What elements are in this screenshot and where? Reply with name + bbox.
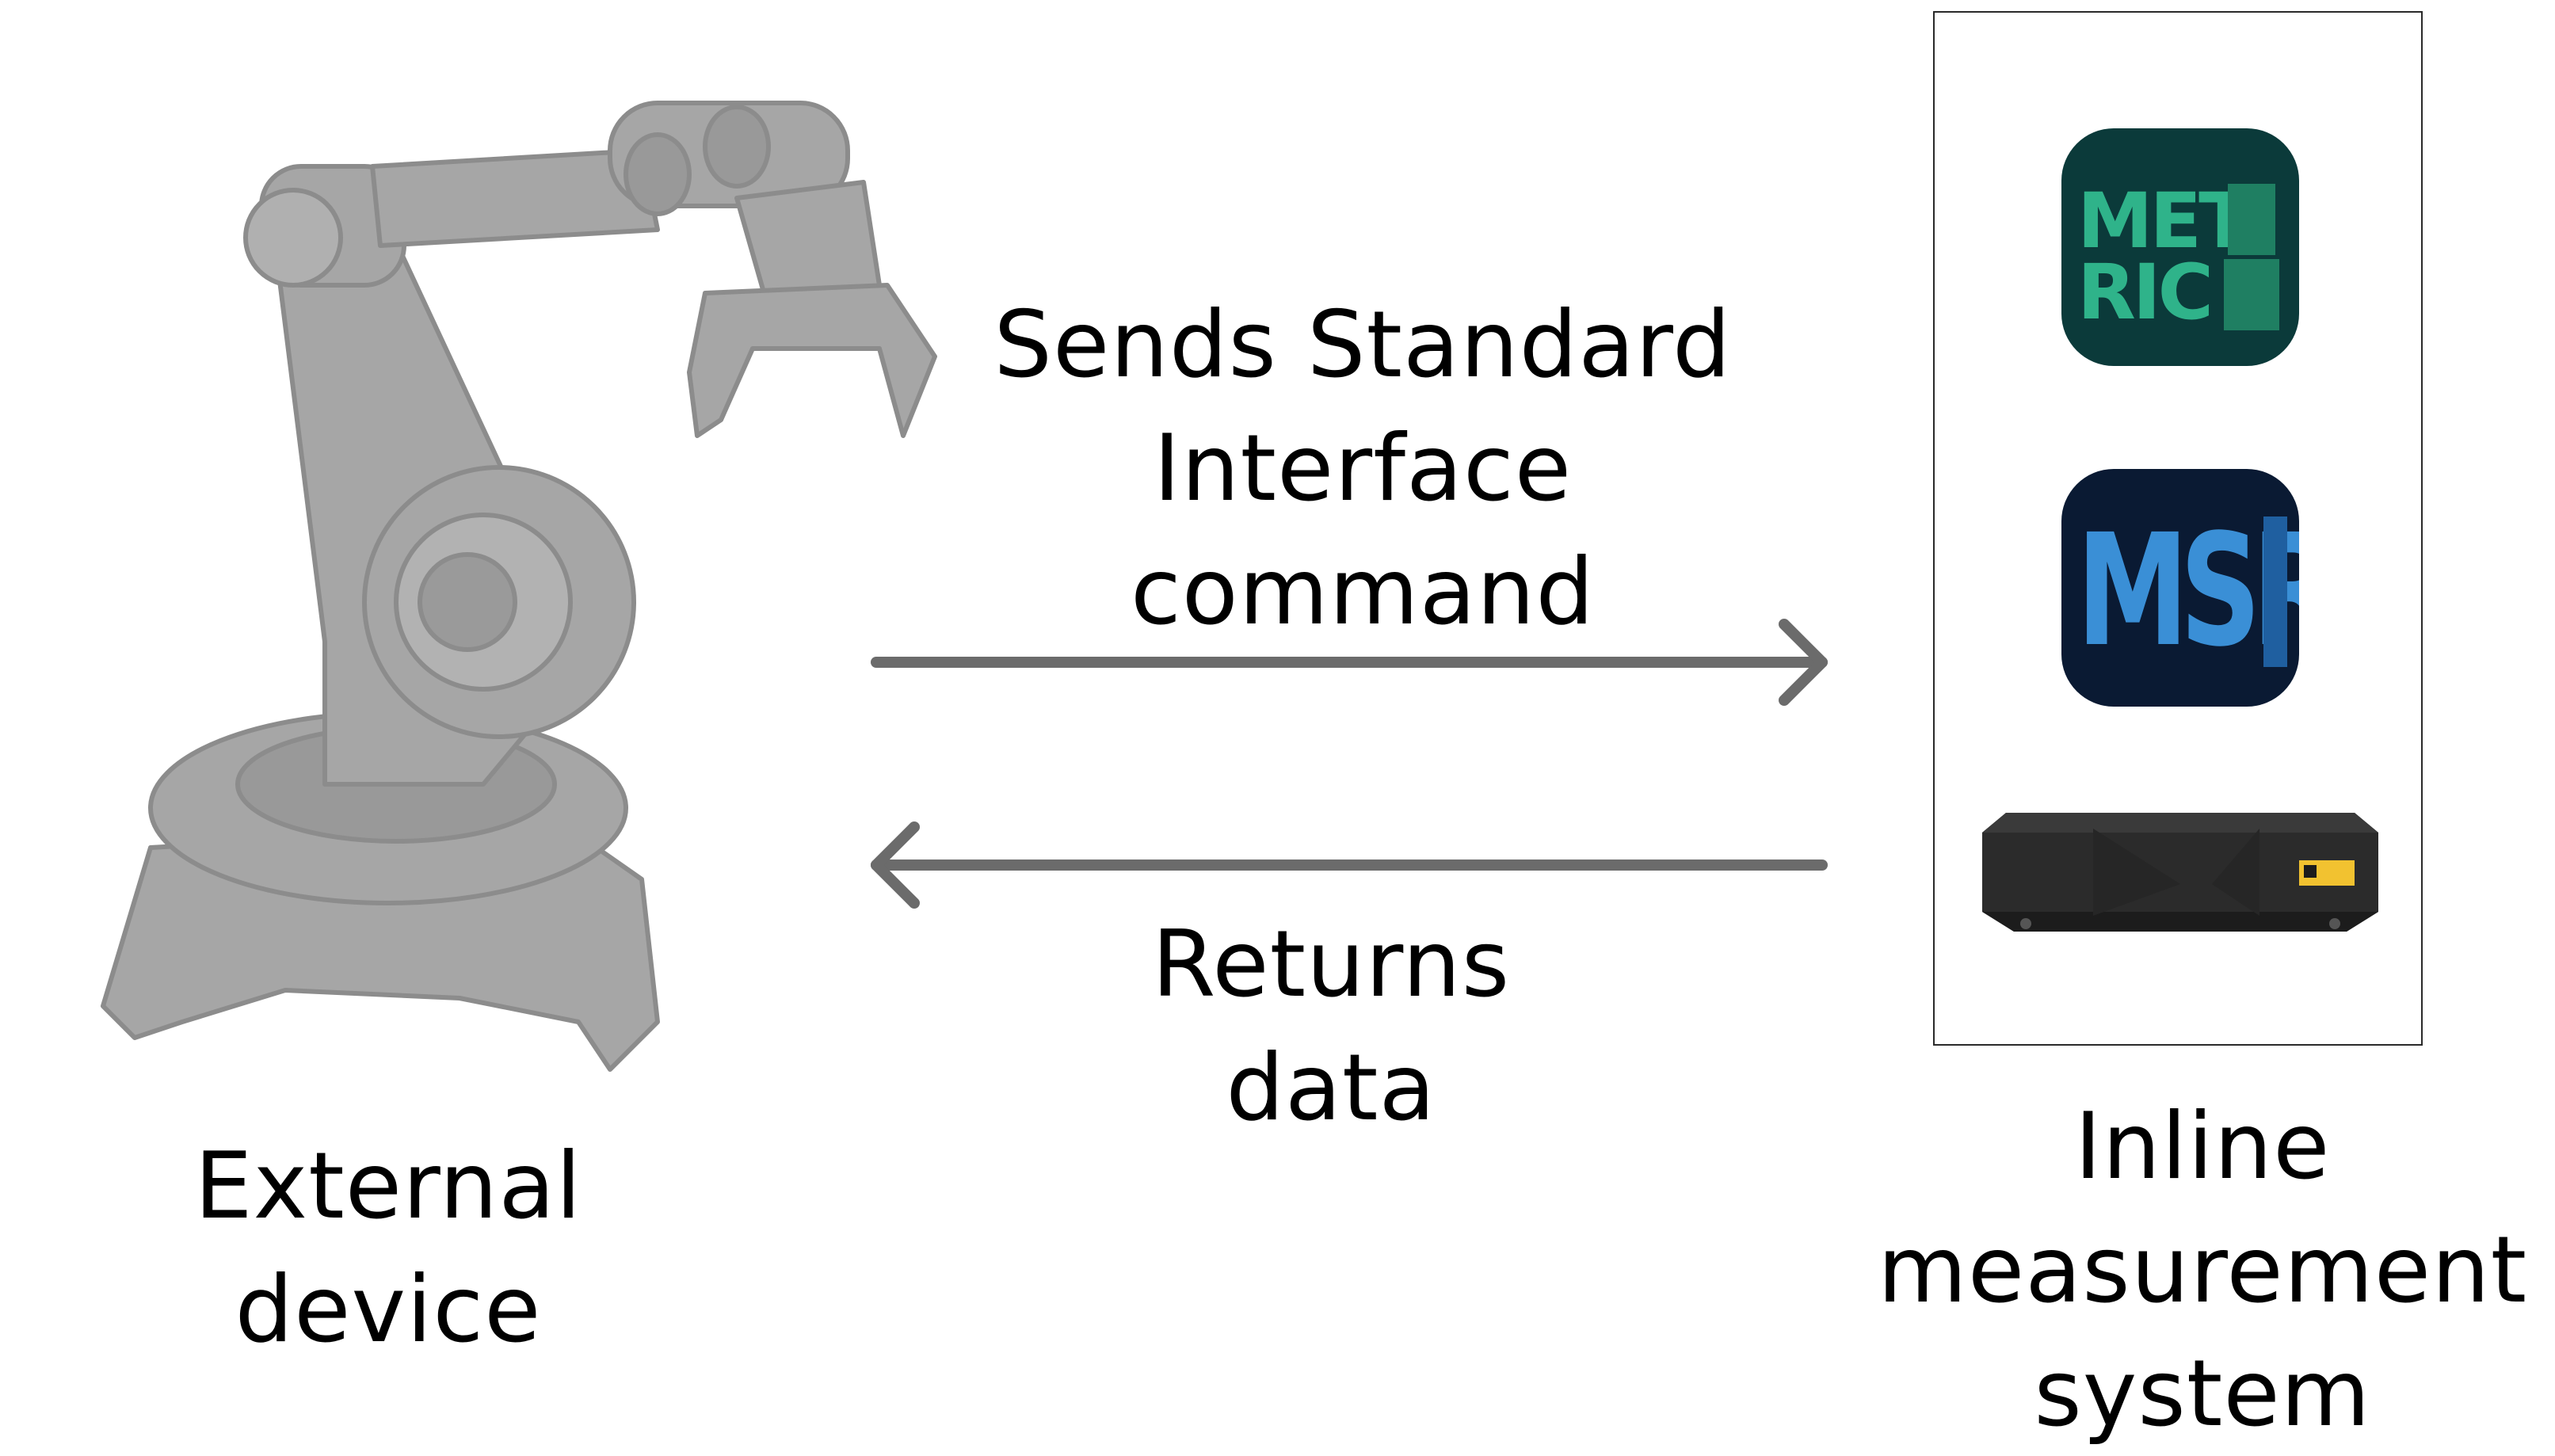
msra-logo-icon: MSRA [2076, 501, 2426, 681]
command-label-line-1: Sends Standard [993, 292, 1732, 398]
metrics-logo-icon: MET RIC [2077, 177, 2279, 337]
robot-arm-icon [101, 101, 937, 1072]
measurement-system-label-line-2: measurement [1877, 1217, 2528, 1324]
command-label-line-2: Interface [1153, 415, 1573, 522]
data-flow-arrows [871, 619, 1828, 909]
external-device-label-line-2: device [235, 1256, 542, 1363]
external-device-label-line-1: External [194, 1133, 582, 1240]
response-label-line-2: data [1226, 1035, 1436, 1142]
measurement-system-label-line-1: Inline [2074, 1093, 2331, 1200]
metrics-app-icon: MET RIC [2061, 128, 2299, 366]
command-label-line-3: command [1131, 539, 1595, 646]
response-label: Returns data [935, 903, 1727, 1150]
measurement-system-box: MET RIC MSRA [1933, 11, 2426, 1046]
external-device-label: External device [71, 1125, 705, 1372]
arrow-right-icon [871, 619, 1828, 706]
laser-scanner-device-icon [1982, 813, 2378, 932]
svg-text:RIC: RIC [2077, 248, 2210, 337]
arrow-left-icon [871, 821, 1828, 909]
measurement-system-label: Inline measurement system [1814, 1085, 2555, 1456]
measurement-system-label-line-3: system [2034, 1340, 2371, 1447]
command-label: Sends Standard Interface command [887, 284, 1838, 654]
response-label-line-1: Returns [1151, 911, 1511, 1018]
svg-text:MET: MET [2077, 177, 2250, 265]
msra-app-icon: MSRA [2061, 469, 2426, 707]
